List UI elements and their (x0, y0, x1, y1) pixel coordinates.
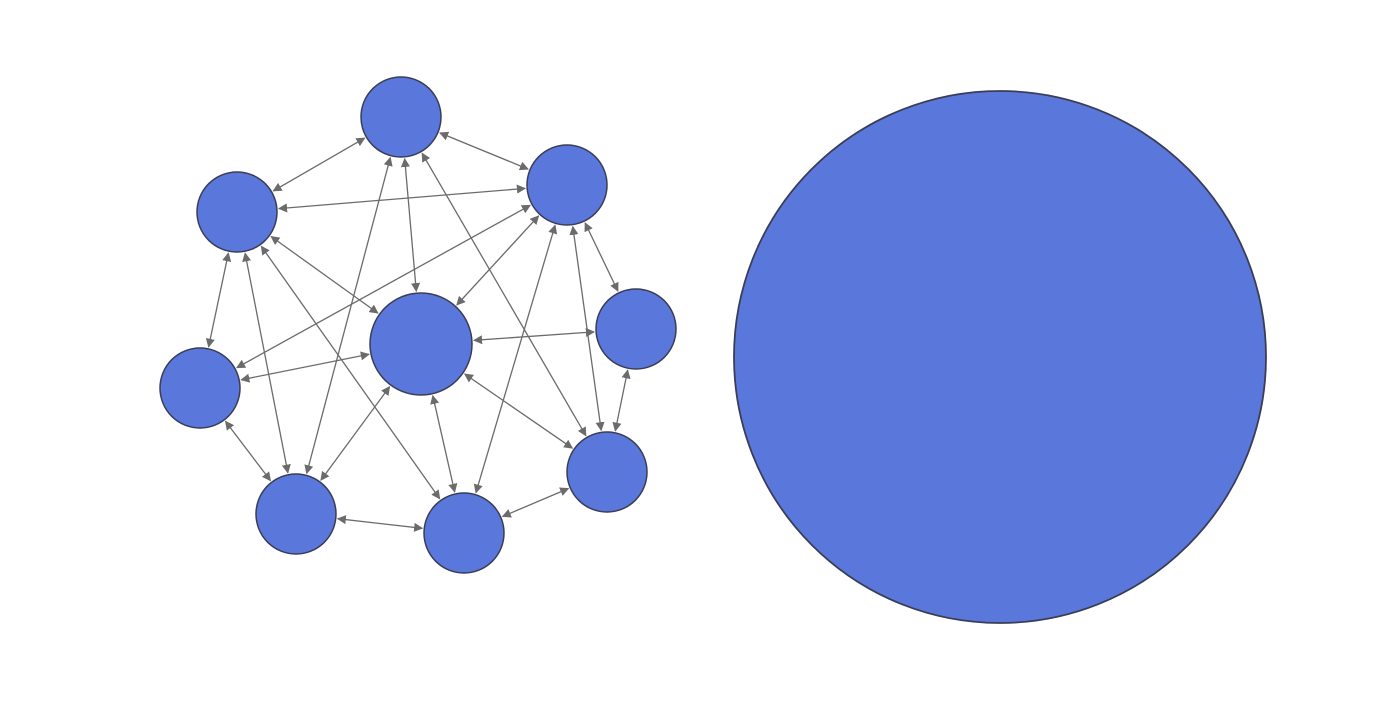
node-upper-left (196, 171, 278, 253)
edges-layer (205, 131, 631, 532)
edge-bottom-center-lower-right (501, 487, 570, 518)
edge-bottom-left-bottom-center (336, 515, 424, 532)
edge-right-center (472, 327, 596, 345)
node-center (369, 292, 473, 396)
edge-top-upper-left (272, 137, 366, 192)
edge-upper-left-bottom-left (242, 252, 291, 474)
edge-upper-right-right (584, 222, 619, 292)
node-bottom-center (423, 492, 505, 574)
edge-upper-left-upper-right (277, 184, 527, 213)
edge-left-center (240, 351, 370, 383)
node-lower-right (566, 431, 648, 513)
edge-top-upper-right (439, 131, 529, 171)
node-upper-right (526, 144, 608, 226)
edge-upper-left-center (270, 235, 379, 314)
node-right (595, 288, 677, 370)
edge-center-bottom-left (320, 385, 391, 481)
node-top (360, 76, 442, 158)
single-node-circle (733, 90, 1267, 624)
merged-layer (733, 90, 1267, 624)
nodes-layer (159, 76, 677, 574)
edge-left-bottom-left (224, 420, 272, 482)
edge-upper-right-center (456, 215, 540, 306)
node-left (159, 347, 241, 429)
edge-right-lower-right (612, 369, 631, 432)
edge-center-lower-right (463, 373, 574, 449)
edge-center-bottom-center (430, 394, 458, 493)
node-bottom-left (255, 473, 337, 555)
edge-upper-left-left (205, 252, 232, 348)
